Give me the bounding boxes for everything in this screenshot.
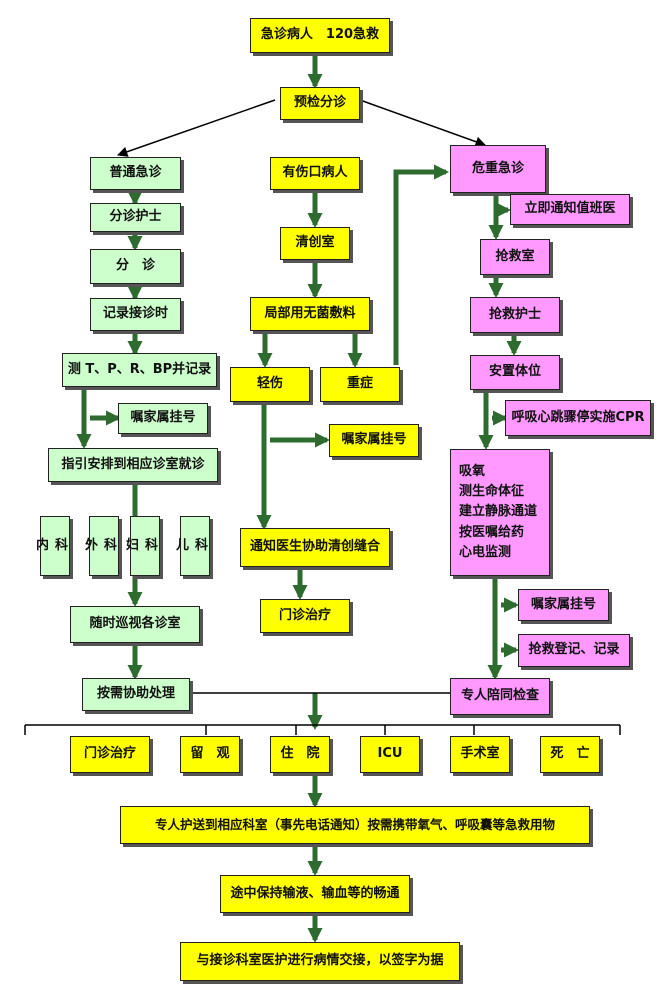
node-family-register-mid: 嘱家属挂号	[329, 424, 419, 457]
node-record-time: 记录接诊时	[90, 298, 181, 331]
node-debridement-room: 清创室	[280, 227, 350, 260]
node-out-outpatient: 门诊治疗	[70, 736, 150, 773]
node-rescue-record: 抢救登记、记录	[518, 634, 630, 667]
node-triage-nurse: 分诊护士	[90, 203, 181, 232]
node-notify-doctor: 通知医生协助清创缝合	[240, 528, 390, 567]
node-out-icu: ICU	[360, 736, 420, 773]
node-vitals: 测 T、P、R、BP并记录	[62, 353, 217, 387]
node-family-register-left: 嘱家属挂号	[118, 403, 208, 434]
node-out-hospital: 住 院	[270, 736, 330, 773]
node-rescue-room: 抢救室	[480, 239, 550, 275]
node-escort-transfer: 专人护送到相应科室（事先电话通知）按需携带氧气、呼吸囊等急救用物	[120, 806, 590, 844]
care-item: 按医嘱给药	[459, 524, 525, 540]
node-fenzhen: 分 诊	[90, 249, 181, 284]
node-patrol: 随时巡视各诊室	[70, 606, 200, 643]
node-out-death: 死 亡	[540, 736, 600, 773]
care-item: 建立静脉通道	[459, 504, 538, 520]
node-local-dressing: 局部用无菌敷料	[250, 297, 370, 331]
node-out-observe: 留 观	[180, 736, 240, 773]
node-dept-pediatrics: 儿科	[176, 516, 210, 576]
care-item: 测生命体征	[459, 484, 525, 500]
node-assist: 按需协助处理	[82, 678, 190, 711]
node-handover: 与接诊科室医护进行病情交接，以签字为据	[180, 942, 460, 981]
node-position: 安置体位	[470, 355, 560, 390]
node-care-list: 吸氧 测生命体征 建立静脉通道 按医嘱给药 心电监测	[450, 449, 550, 576]
node-guide: 指引安排到相应诊室就诊	[48, 448, 218, 482]
node-critical: 危重急诊	[450, 145, 546, 193]
node-wounded: 有伤口病人	[270, 157, 360, 190]
node-outpatient-mid: 门诊治疗	[260, 599, 350, 633]
node-family-register-right: 嘱家属挂号	[518, 589, 609, 621]
node-escort-exam: 专人陪同检查	[450, 678, 550, 715]
node-rescue-nurse: 抢救护士	[470, 297, 560, 333]
node-keep-open: 途中保持输液、输血等的畅通	[220, 875, 410, 913]
node-cpr: 呼吸心跳骤停实施CPR	[505, 400, 651, 436]
node-dept-gynecology: 妇科	[126, 516, 160, 576]
node-out-or: 手术室	[450, 736, 510, 773]
node-notify-duty: 立即通知值班医	[510, 194, 630, 225]
care-item: 吸氧	[459, 464, 486, 480]
node-triage: 预检分诊	[280, 87, 360, 120]
care-item: 心电监测	[459, 544, 512, 560]
node-severe: 重症	[320, 367, 400, 402]
node-minor: 轻伤	[230, 367, 310, 402]
node-dept-surgery: 外科	[85, 516, 119, 576]
node-start: 急诊病人 120急救	[250, 18, 390, 53]
node-dept-internal: 内科	[36, 516, 70, 576]
node-general-emergency: 普通急诊	[90, 157, 181, 190]
